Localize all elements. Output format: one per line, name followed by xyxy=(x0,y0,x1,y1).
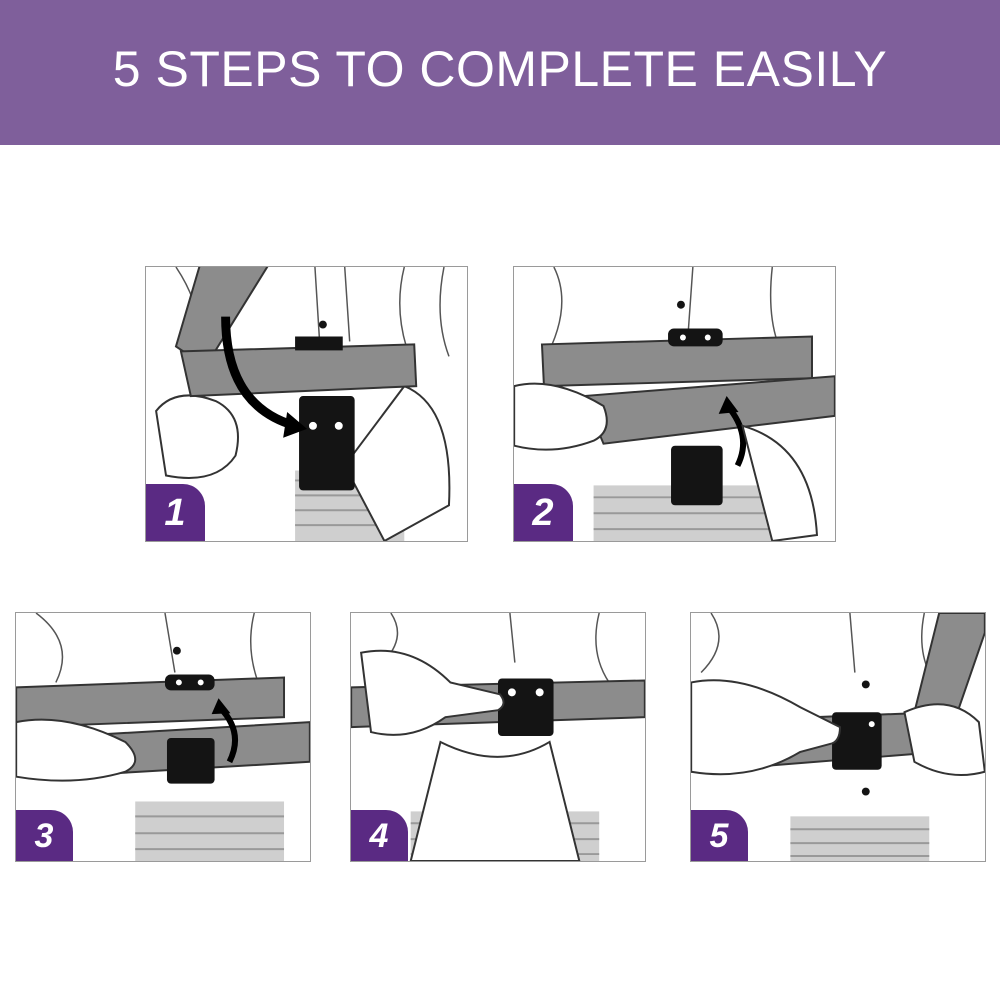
step-2-illustration xyxy=(514,267,835,541)
arrow-icon xyxy=(283,411,307,438)
step-number: 4 xyxy=(369,816,389,855)
step-1-illustration xyxy=(155,267,451,541)
step-number: 3 xyxy=(34,816,54,855)
step-number: 2 xyxy=(532,491,554,534)
step-1-panel: 1 xyxy=(145,266,468,542)
step-4-illustration xyxy=(351,613,645,861)
header-banner: 5 STEPS TO COMPLETE EASILY xyxy=(0,0,1000,145)
step-3-badge: 3 xyxy=(16,810,73,861)
page-title: 5 STEPS TO COMPLETE EASILY xyxy=(112,40,888,97)
step-number: 1 xyxy=(164,491,186,534)
step-5-badge: 5 xyxy=(691,810,748,861)
step-4-panel: 4 xyxy=(350,612,646,862)
step-2-panel: 2 xyxy=(513,266,836,542)
step-2-badge: 2 xyxy=(514,484,573,541)
step-3-panel: 3 xyxy=(15,612,311,862)
step-5-panel: 5 xyxy=(690,612,986,862)
arrow-icon xyxy=(211,698,231,715)
arrow-icon xyxy=(718,396,739,414)
step-5-illustration xyxy=(691,613,985,861)
step-1-badge: 1 xyxy=(146,484,205,541)
step-4-badge: 4 xyxy=(351,810,408,861)
step-number: 5 xyxy=(709,816,729,855)
step-3-illustration xyxy=(16,613,310,861)
